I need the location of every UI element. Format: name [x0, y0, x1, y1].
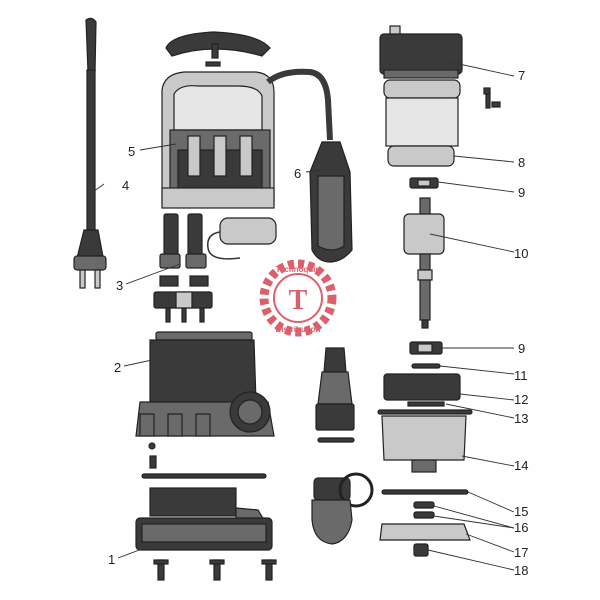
label-part-9-lower: 9 — [518, 341, 525, 356]
label-part-1: 1 — [108, 552, 115, 567]
label-part-11: 11 — [514, 368, 528, 383]
label-part-2: 2 — [114, 360, 121, 375]
float-switch-part — [266, 68, 353, 263]
label-part-13: 13 — [514, 411, 528, 426]
label-part-16: 16 — [514, 520, 528, 535]
label-part-9-upper: 9 — [518, 185, 525, 200]
label-part-12: 12 — [514, 392, 528, 407]
label-part-3: 3 — [116, 278, 123, 293]
part-labels: 1 2 3 4 5 6 7 8 9 10 9 11 12 13 14 15 16… — [108, 68, 528, 578]
label-part-4: 4 — [122, 178, 129, 193]
label-part-5: 5 — [128, 144, 135, 159]
leader-lines — [89, 61, 515, 571]
impeller-base-part — [379, 489, 471, 557]
rotor-shaft-part — [403, 177, 445, 369]
label-part-18: 18 — [514, 563, 528, 578]
label-part-6: 6 — [294, 166, 301, 181]
watermark-logo: Technoquip T Distribution — [259, 259, 337, 337]
lower-housing-part — [377, 373, 473, 473]
label-part-15: 15 — [514, 504, 528, 519]
watermark-top-text: Technoquip — [276, 265, 321, 274]
upper-sleeve-part — [383, 79, 461, 167]
handle-housing-part — [161, 31, 275, 209]
seal-part — [141, 442, 267, 479]
label-part-7: 7 — [518, 68, 525, 83]
motor-housing-part — [135, 331, 275, 437]
outlet-connector-part — [311, 347, 374, 545]
watermark-center-text: T — [289, 285, 308, 316]
label-part-8: 8 — [518, 155, 525, 170]
capacitor-part — [153, 213, 277, 323]
watermark-bottom-text: Distribution — [276, 325, 321, 334]
top-cap-part — [379, 25, 501, 109]
power-cord-part — [73, 17, 107, 289]
label-part-14: 14 — [514, 458, 528, 473]
label-part-10: 10 — [514, 246, 528, 261]
label-part-17: 17 — [514, 545, 528, 560]
pump-base-part — [135, 487, 277, 581]
